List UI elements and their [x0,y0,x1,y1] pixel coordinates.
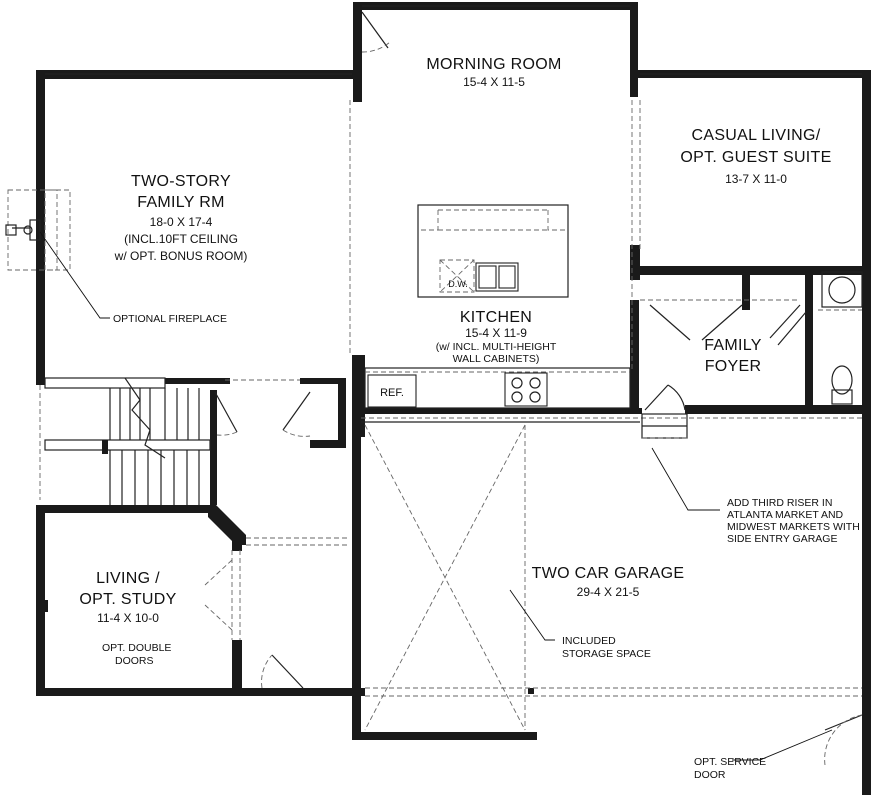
bath-left-wall [805,266,813,411]
family-room-name-1: TWO-STORY [131,173,231,190]
morning-room-left-wall [353,2,362,102]
windows [36,2,862,740]
walls [36,2,871,795]
closet-right-wall [338,378,346,448]
family-room-note-2: w/ OPT. BONUS ROOM) [114,249,248,263]
casual-living-name-2: OPT. GUEST SUITE [680,149,831,166]
riser-note-line-4: SIDE ENTRY GARAGE [727,533,837,545]
casual-left-wall [630,245,640,280]
closet-bottom-wall [310,440,346,448]
garage-lines [361,413,862,731]
living-name-1: LIVING / [96,570,160,587]
storage-note-line-2: STORAGE SPACE [562,648,651,660]
kitchen-fixtures: D.W. REF. [364,204,631,409]
casual-living-dims: 13-7 X 11-0 [725,172,787,186]
living-right-post [232,535,242,551]
foyer-left-wall [630,300,639,410]
dishwasher-label: D.W. [448,279,468,289]
refrigerator-label: REF. [380,387,404,399]
garage-left-wall [352,410,361,740]
foyer-bottom-wall [685,405,870,414]
stair-left-wall [36,375,45,385]
morning-room-dims: 15-4 X 11-5 [463,75,525,89]
riser-note-line-1: ADD THIRD RISER IN [727,497,832,509]
stairs [44,377,211,505]
living-top-wall [36,505,216,513]
fireplace-note: OPTIONAL FIREPLACE [113,313,227,325]
garage-bottom-wall [352,732,537,740]
entry-wall [305,688,365,696]
garage-dims: 29-4 X 21-5 [577,585,640,599]
living-dims: 11-4 X 10-0 [97,611,159,625]
kitchen-name: KITCHEN [460,309,532,326]
closet-top-wall [300,378,345,384]
closet-wall [742,266,750,310]
casual-living-name-1: CASUAL LIVING/ [692,127,821,144]
stair-right-wall [210,390,217,505]
living-name-2: OPT. STUDY [79,591,176,608]
room-labels: MORNING ROOM 15-4 X 11-5 TWO-STORY FAMIL… [79,56,831,625]
notes: OPTIONAL FIREPLACE ADD THIRD RISER IN AT… [102,313,860,781]
dishwasher [439,259,475,293]
kitchen-note-2: WALL CABINETS) [453,353,540,365]
stair-top-wall [165,378,230,384]
stair-break-line [124,377,166,459]
kitchen-note-1: (w/ INCL. MULTI-HEIGHT [436,341,557,353]
family-room-note-1: (INCL.10FT CEILING [124,232,238,246]
fireplace [5,219,41,241]
double-doors-note-line-2: DOORS [115,655,154,667]
riser-note-line-2: ATLANTA MARKET AND [727,509,844,521]
dashed-lines [7,100,862,697]
kitchen-island [417,204,569,298]
garage-right-wall [862,405,871,795]
riser-note-line-3: MIDWEST MARKETS WITH [727,521,860,533]
range [504,372,548,407]
living-right-wall-lower [232,640,242,690]
double-doors-note-line-1: OPT. DOUBLE [102,642,171,654]
living-bottom-wall [36,688,358,696]
kitchen-bottom-wall [352,408,642,414]
family-room-name-2: FAMILY RM [137,194,224,211]
doors [204,11,863,766]
refrigerator [367,374,417,408]
morning-room-right-wall [630,2,638,97]
family-foyer-name-2: FOYER [705,358,762,375]
family-room-dims: 18-0 X 17-4 [150,215,213,229]
service-door-note-line-1: OPT. SERVICE [694,756,766,768]
casual-living-right-wall [862,70,871,415]
garage-name: TWO CAR GARAGE [532,565,685,582]
morning-room-name: MORNING ROOM [426,56,561,73]
family-foyer-name-1: FAMILY [704,337,762,354]
kitchen-dims: 15-4 X 11-9 [465,326,527,340]
service-door-note-line-2: DOOR [694,769,726,781]
leaders [39,231,833,761]
storage-note-line-1: INCLUDED [562,635,616,647]
bath-fixtures [818,271,863,405]
